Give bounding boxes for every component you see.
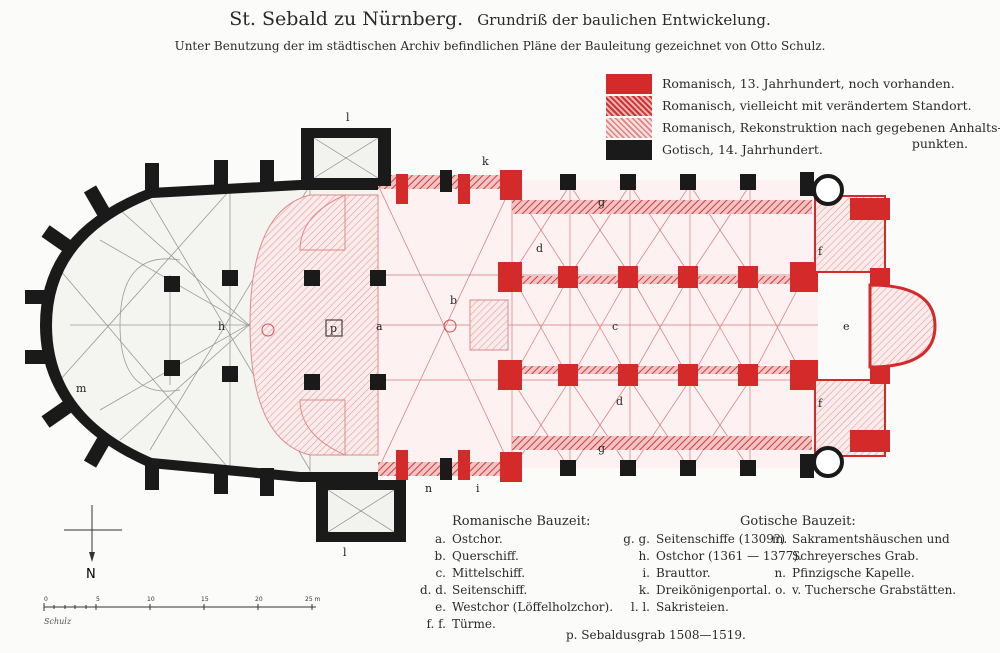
svg-text:0: 0 (44, 596, 48, 603)
sebaldusgrab-marker (325, 319, 343, 337)
label-m: m (76, 382, 87, 395)
romanesque-heading: Romanische Bauzeit: (452, 514, 591, 529)
north-arrow (64, 505, 122, 562)
gothic-piers (164, 170, 814, 480)
key-item: e.Westchor (Löffelholzchor). (435, 600, 614, 614)
subtitle: Unter Benutzung der im städtischen Archi… (174, 39, 826, 53)
west-choir (868, 283, 937, 369)
romanesque-piers (396, 170, 818, 482)
legend-item-gothic: Gotisch, 14. Jahrhundert. (606, 140, 906, 160)
label-l-top: l (346, 111, 350, 124)
svg-text:15: 15 (201, 596, 209, 603)
legend-swatch-black (606, 140, 652, 160)
nave-vault-ribs (377, 184, 818, 471)
label-h: h (218, 320, 225, 333)
south-sacristy (316, 480, 406, 542)
west-towers (814, 195, 890, 457)
stair-reconstruction (469, 299, 509, 351)
legend-item-romanesque-existing: Romanisch, 13. Jahrhundert, noch vorhand… (606, 74, 966, 94)
label-c: c (612, 320, 618, 333)
label-g-top: g (598, 196, 605, 209)
label-f-bottom: f (818, 397, 823, 410)
title-main: St. Sebald zu Nürnberg. (229, 8, 464, 30)
label-d-top: d (536, 242, 543, 255)
key-item: b.Querschiff. (434, 549, 519, 563)
page-title: St. Sebald zu Nürnberg. Grundriß der bau… (0, 8, 1000, 30)
key-item: h.Ostchor (1361 — 1377). (638, 549, 802, 563)
north-sacristy (301, 128, 391, 186)
key-item: o.v. Tuchersche Grabstätten. (775, 583, 957, 597)
label-p: p (330, 322, 337, 335)
label-f-top: f (818, 245, 823, 258)
label-a: a (376, 320, 383, 333)
key-item: i.Brauttor. (642, 566, 711, 580)
footnote: p. Sebaldusgrab 1508—1519. (566, 628, 746, 642)
legend-swatch-light-hatched-red (606, 118, 652, 138)
key-item: l. l.Sakristeien. (630, 600, 729, 614)
key-item: m.Sakramentshäuschen und (772, 532, 950, 546)
label-l-bottom: l (343, 546, 347, 559)
signature: Schulz (44, 617, 72, 626)
label-n: n (425, 482, 432, 495)
key-item: d. d.Seitenschiff. (420, 583, 528, 597)
label-k: k (482, 155, 489, 168)
svg-text:20: 20 (255, 596, 263, 603)
south-aisle-wall (512, 436, 812, 450)
gothic-buttresses (25, 160, 274, 496)
label-g-bottom: g (598, 442, 605, 455)
label-b: b (450, 294, 457, 307)
key-item: k.Dreikönigenportal. (638, 583, 772, 597)
south-arcade (512, 366, 802, 374)
north-arcade (512, 276, 802, 284)
label-e: e (843, 320, 850, 333)
label-d-bottom: d (616, 395, 623, 408)
key-item: Schreyersches Grab. (792, 549, 919, 563)
south-stair-turret (812, 446, 844, 478)
legend-item-romanesque-moved: Romanisch, vielleicht mit verändertem St… (606, 96, 972, 116)
legend-swatch-solid-red (606, 74, 652, 94)
scale-bar (43, 603, 316, 611)
north-stair-turret (812, 174, 844, 206)
romanesque-apse-reconstruction (249, 194, 379, 456)
svg-text:10: 10 (147, 596, 155, 603)
legend-swatch-hatched-red (606, 96, 652, 116)
north-aisle-wall (512, 200, 812, 214)
key-item: f. f.Türme. (426, 617, 496, 631)
key-item: c.Mittelschiff. (435, 566, 526, 580)
key-item: n.Pfinzigsche Kapelle. (774, 566, 915, 580)
gothic-heading: Gotische Bauzeit: (740, 514, 856, 529)
key-item: a.Ostchor. (435, 532, 503, 546)
title-sub: Grundriß der baulichen Entwickelung. (477, 11, 771, 29)
legend-item-romanesque-reconstruction: Romanisch, Rekonstruktion nach gegebenen… (606, 118, 1000, 154)
key-item: g. g.Seitenschiffe (1309?) (623, 532, 786, 546)
svg-text:25 m: 25 m (305, 596, 321, 603)
svg-text:5: 5 (96, 596, 100, 603)
north-label: N (86, 567, 96, 582)
label-i: i (476, 482, 480, 495)
label-o: o (152, 455, 159, 468)
